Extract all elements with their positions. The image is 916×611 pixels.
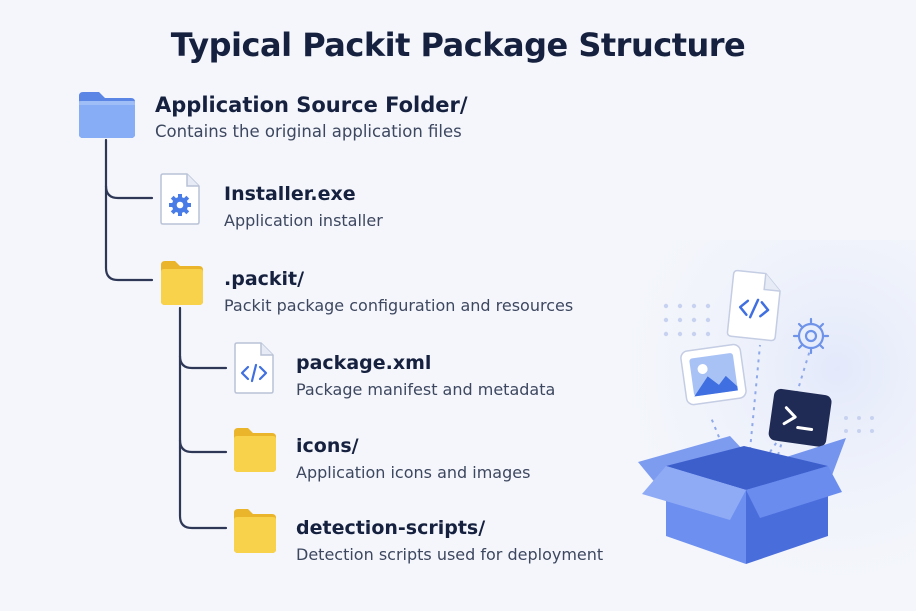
node-name: Installer.exe — [224, 183, 356, 205]
node-description: Application icons and images — [296, 463, 531, 482]
node-name: detection-scripts/ — [296, 517, 486, 539]
code-file-icon — [233, 341, 275, 395]
node-name: Application Source Folder/ — [155, 93, 468, 117]
tree-node-package-xml[interactable]: package.xml Package manifest and metadat… — [296, 351, 555, 401]
gear-icon — [792, 317, 830, 355]
open-box-icon — [638, 436, 846, 564]
node-description: Package manifest and metadata — [296, 380, 556, 399]
terminal-icon — [768, 388, 832, 447]
tree-node-detection-scripts[interactable]: detection-scripts/ Detection scripts use… — [296, 516, 603, 566]
code-file-icon — [726, 269, 781, 342]
node-name: icons/ — [296, 435, 359, 457]
node-name: .packit/ — [224, 268, 305, 290]
node-name: package.xml — [296, 352, 432, 374]
folder-blue-icon — [77, 90, 137, 140]
tree-node-packit[interactable]: .packit/ Packit package configuration an… — [224, 267, 573, 317]
page-title: Typical Packit Package Structure — [170, 26, 746, 64]
dot-grid — [663, 303, 874, 433]
folder-yellow-icon — [232, 507, 278, 555]
package-illustration — [580, 240, 916, 611]
folder-yellow-icon — [232, 426, 278, 474]
node-description: Contains the original application files — [155, 122, 462, 141]
image-icon — [680, 343, 747, 406]
tree-node-icons[interactable]: icons/ Application icons and images — [296, 434, 530, 484]
folder-yellow-icon — [159, 259, 205, 307]
settings-file-icon — [159, 172, 201, 226]
node-description: Detection scripts used for deployment — [296, 545, 604, 564]
tree-node-root[interactable]: Application Source Folder/ Contains the … — [155, 93, 468, 143]
node-description: Application installer — [224, 211, 383, 230]
node-description: Packit package configuration and resourc… — [224, 296, 574, 315]
tree-node-installer[interactable]: Installer.exe Application installer — [224, 182, 383, 232]
